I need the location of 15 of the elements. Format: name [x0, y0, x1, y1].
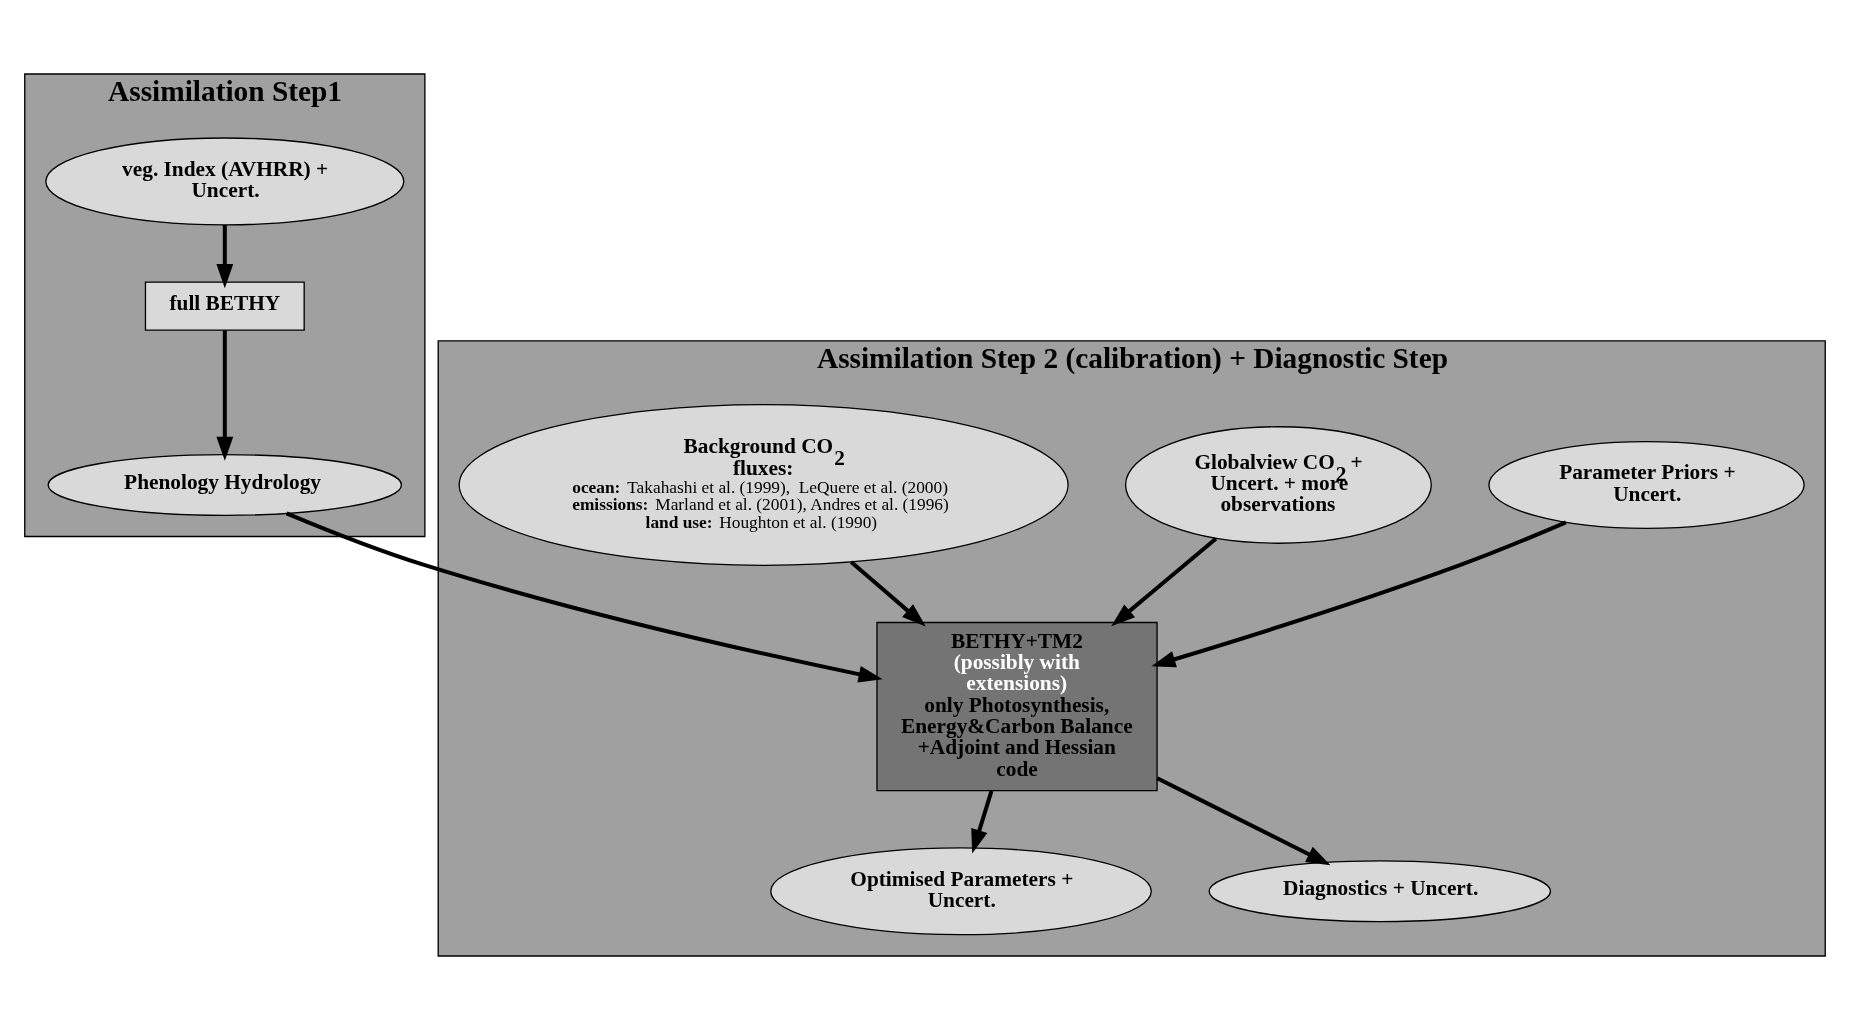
- node-ellipse: Phenology Hydrology: [47, 453, 403, 516]
- arrow: [216, 224, 234, 288]
- arrow: [971, 789, 994, 854]
- node-ellipse: Diagnostics + Uncert.: [1208, 859, 1552, 922]
- node-box: BETHY+TM2 (possibly with extensions) only Photosynthesis, Energy&Carbon Balance +Adjoint and Hessian code: [876, 621, 1158, 791]
- arrow: [849, 559, 926, 626]
- arrow: [1111, 536, 1218, 626]
- arrow: [285, 511, 883, 682]
- node-box: full BETHY: [144, 280, 305, 331]
- arrow: [1156, 775, 1331, 865]
- node-ellipse: Optimised Parameters + Uncert.: [770, 846, 1152, 935]
- node-ellipse: veg. Index (AVHRR) + Uncert.: [45, 136, 405, 225]
- arrow: [216, 330, 234, 461]
- node-ellipse: Parameter Priors + Uncert.: [1488, 440, 1805, 529]
- arrow: [1151, 520, 1567, 667]
